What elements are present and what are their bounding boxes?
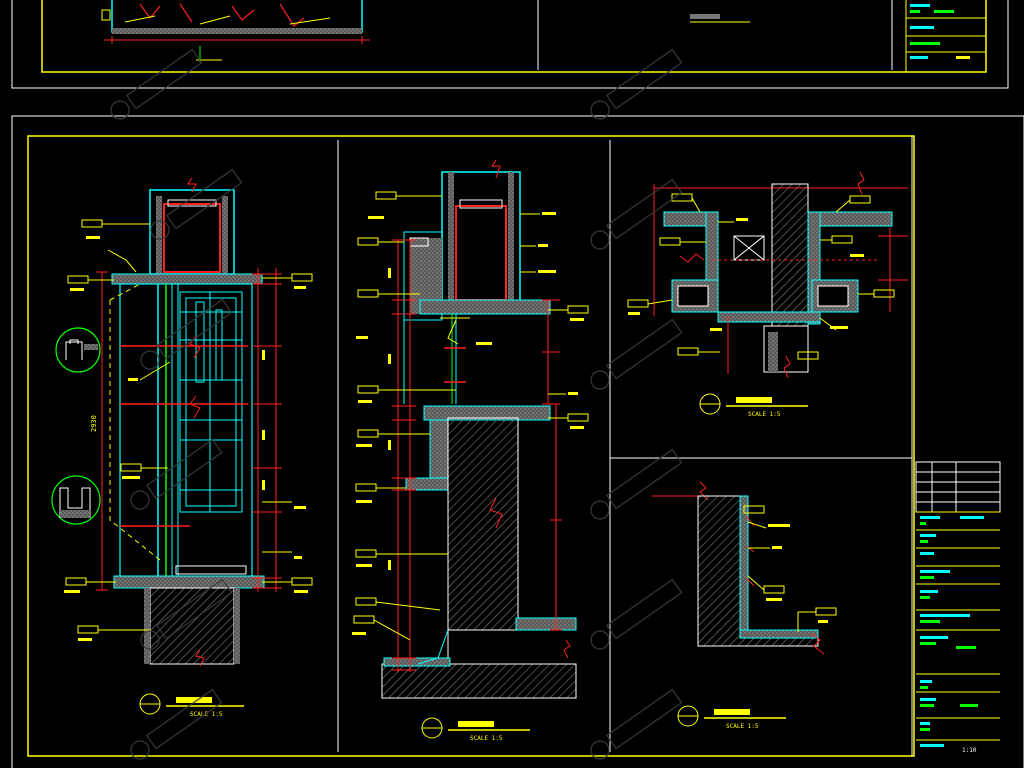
detail-1-scale: SCALE 1:5 (190, 711, 223, 718)
detail-1-wall-section: 2930 (51, 177, 313, 718)
detail-3-plan-node: SCALE 1:5 (627, 171, 908, 418)
detail-3-scale: SCALE 1:5 (748, 411, 781, 418)
upper-title-block (905, 0, 986, 72)
upper-sheet (11, 0, 1009, 89)
watermark-pattern (110, 48, 683, 760)
upper-plan-detail (101, 0, 370, 62)
detail-2-slab-section: SCALE 1:5 (352, 159, 589, 742)
detail-4-scale: SCALE 1:5 (726, 723, 759, 730)
detail-4-corner-section: SCALE 1:5 (652, 481, 837, 730)
drawing-frame (11, 115, 1024, 768)
title-block-scale: 1:10 (962, 747, 977, 754)
title-block: 1:10 (915, 461, 1001, 754)
overall-height-dimension: 2930 (90, 415, 98, 432)
detail-2-scale: SCALE 1:5 (470, 735, 503, 742)
